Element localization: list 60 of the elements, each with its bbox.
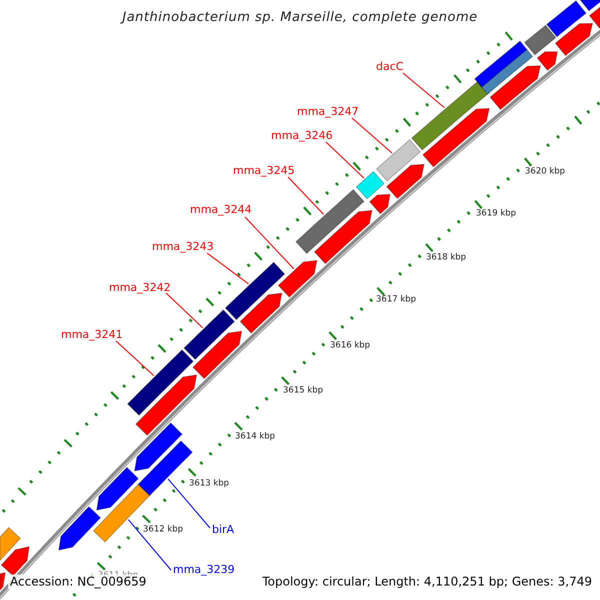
gene-label: mma_3246 [271, 130, 333, 142]
gene-label: mma_3241 [61, 328, 123, 342]
gene-block [278, 260, 318, 298]
leader-line [206, 252, 249, 284]
gene-block [0, 526, 21, 562]
gene-block [295, 189, 365, 254]
gene-block [224, 262, 286, 320]
gene-label: mma_3243 [152, 240, 214, 254]
tick-label: 3619 kbp [476, 209, 516, 219]
gene-block [579, 0, 600, 12]
leader-line [244, 216, 294, 270]
tick-label: 3616 kbp [330, 341, 370, 351]
leader-line [128, 519, 172, 570]
leader-line [402, 72, 446, 108]
gene-block [524, 24, 556, 56]
leader-line [166, 292, 204, 328]
tick-label: 3620 kbp [525, 167, 566, 177]
gene-block [386, 164, 425, 200]
gene-block [183, 309, 235, 360]
gene-block [411, 80, 490, 151]
gene-label: mma_3239 [173, 564, 235, 576]
gene-block [314, 210, 372, 264]
title: Janthinobacterium sp. Marseille, complete genome [122, 10, 478, 26]
genome-info-text: Topology: circular; Length: 4,110,251 bp; Genes: 3,749 [260, 574, 594, 590]
tick-label: 3617 kbp [376, 295, 416, 305]
gene-label: birA [212, 524, 234, 536]
gene-block [554, 23, 593, 56]
tick-label: 3614 kbp [235, 432, 276, 442]
gene-block [422, 108, 490, 168]
gene-block [356, 171, 385, 200]
gene-block [96, 466, 139, 511]
gene-block [58, 506, 102, 551]
gene-block [481, 49, 534, 95]
gene-block [240, 292, 282, 334]
gene-label: mma_3244 [190, 204, 252, 216]
gene-label: mma_3247 [297, 106, 359, 118]
gene-block [376, 139, 421, 182]
gene-block [369, 194, 390, 214]
gene-block [134, 422, 183, 472]
gene-block [135, 374, 198, 436]
tick-label: 3612 kbp [143, 525, 184, 535]
leader-line [116, 340, 154, 376]
leader-line [168, 478, 210, 528]
tick-label: 3613 kbp [189, 479, 230, 489]
gene-block [474, 40, 528, 88]
gene-block [536, 51, 558, 71]
gene-block [490, 65, 541, 110]
gene-block [546, 0, 587, 38]
tick-label: 3615 kbp [283, 386, 324, 396]
gene-block [0, 572, 6, 592]
tick-label: 3618 kbp [426, 253, 466, 263]
leader-line [352, 118, 393, 154]
gene-block [192, 330, 242, 380]
gene-label: mma_3242 [109, 282, 171, 294]
gene-block [0, 546, 30, 576]
gene-block [127, 349, 194, 416]
gene-label: dacC [376, 60, 404, 74]
leader-line [326, 142, 364, 179]
leader-line [288, 176, 324, 215]
gene-label: mma_3245 [233, 164, 295, 178]
